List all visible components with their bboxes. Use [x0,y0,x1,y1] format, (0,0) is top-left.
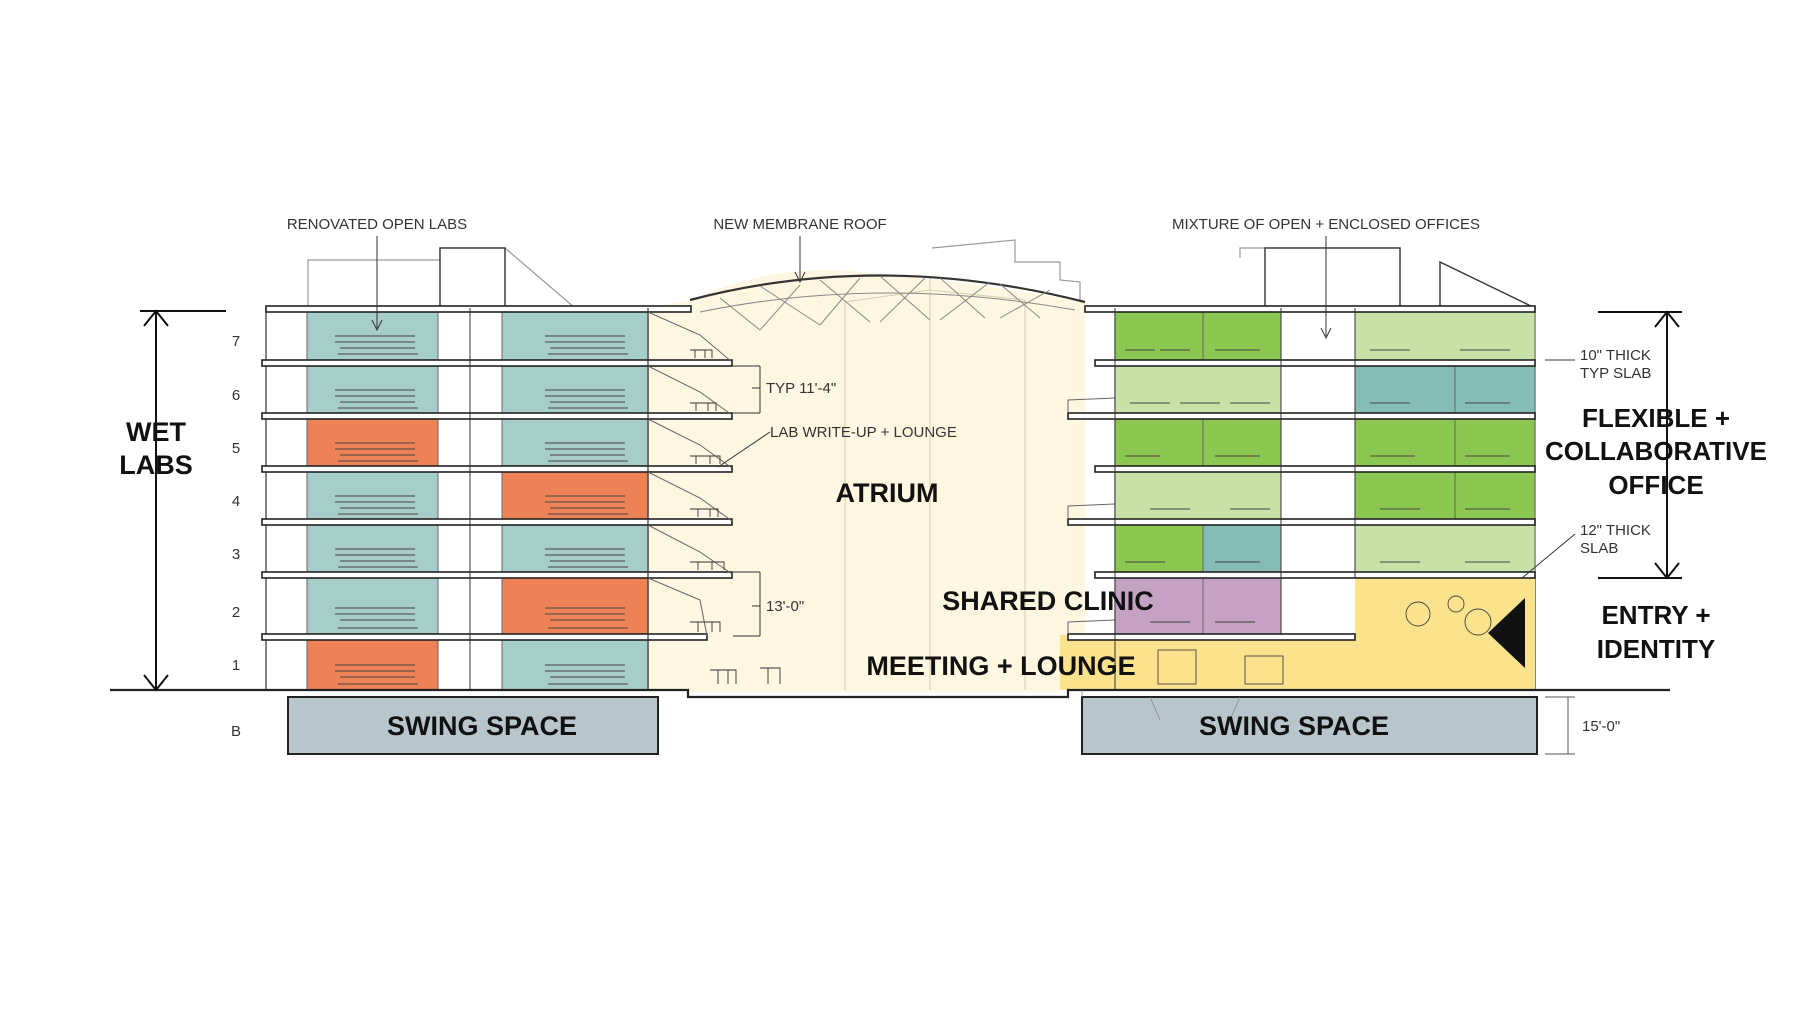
entry-identity-label-1: ENTRY + [1601,600,1710,630]
wet-labs-dimension [140,309,226,692]
swing-space-right [1081,696,1538,755]
lab-bench-sketches [335,335,628,685]
office-furniture [1125,349,1510,685]
entry-arrow-icon [1488,598,1525,668]
left-wing-wet-labs [261,247,781,691]
swing-space-right-label: SWING SPACE [1199,711,1389,741]
floor-number: 1 [232,657,240,674]
office-rooms [1114,310,1536,636]
membrane-roof [689,274,1086,331]
shared-clinic-label: SHARED CLINIC [942,586,1154,616]
right-balcony-rails [1067,397,1116,634]
swing-space-left-label: SWING SPACE [387,711,577,741]
thick-slab-label-1: 12" THICK [1580,522,1651,539]
basement-height-label: 15'-0" [1582,718,1620,735]
basement-dimension [1545,696,1575,755]
lab-bays [306,310,649,691]
flexible-office-label-2: COLLABORATIVE [1545,436,1767,466]
lounge-furniture [690,349,781,684]
entry-identity-label-2: IDENTITY [1597,634,1715,664]
flexible-office-label-1: FLEXIBLE + [1582,403,1730,433]
swing-space-left [287,696,659,755]
typ-floor-height-label: TYP 11'-4" [766,380,836,397]
membrane-roof-label: NEW MEMBRANE ROOF [713,216,886,233]
grade-line [110,688,1670,699]
floor-number: 3 [232,546,240,563]
atrium-space [648,269,1085,692]
mixture-offices-label: MIXTURE OF OPEN + ENCLOSED OFFICES [1172,216,1480,233]
flexible-office-label-3: OFFICE [1608,470,1703,500]
floor-number: 5 [232,440,240,457]
right-floor-slabs [1067,305,1536,641]
floor-number: 6 [232,387,240,404]
typ-slab-label-1: 10" THICK [1580,347,1651,364]
typ-slab-label-2: TYP SLAB [1580,365,1651,382]
flexible-office-dimension [1598,310,1682,580]
floor-numbers: 7 6 5 4 3 2 1 B [231,333,241,740]
renovated-open-labs-label: RENOVATED OPEN LABS [287,216,467,233]
floor-number: B [231,723,241,740]
meeting-lounge-label: MEETING + LOUNGE [866,651,1135,681]
wet-labs-label-1: WET [126,417,186,447]
lab-writeup-label: LAB WRITE-UP + LOUNGE [770,424,957,441]
ground-floor-height-label: 13'-0" [766,598,804,615]
floor-number: 2 [232,604,240,621]
atrium-label: ATRIUM [836,478,939,508]
left-floor-slabs [261,305,733,641]
leader-lines [371,236,1576,637]
right-wing-offices [1060,247,1536,691]
thick-slab-label-2: SLAB [1580,540,1618,557]
balconies [647,311,733,637]
wet-labs-label-2: LABS [119,450,193,480]
floor-number: 4 [232,493,240,510]
floor-number: 7 [232,333,240,350]
atrium-interior-lines [844,278,1026,690]
